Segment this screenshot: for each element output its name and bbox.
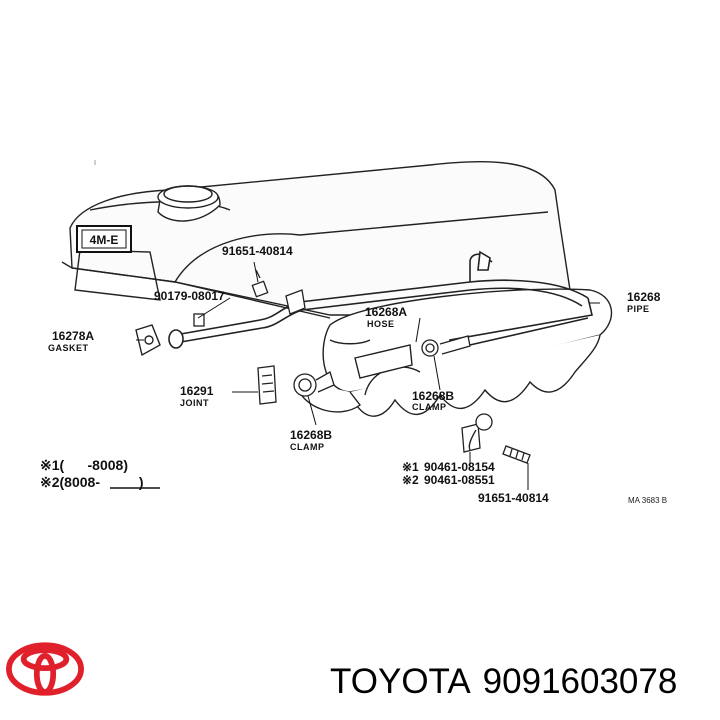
label-gasket-no: 16278A <box>52 329 94 343</box>
union-bolt-part <box>193 289 306 327</box>
label-note2-mark: ※2 <box>402 473 419 487</box>
legend-row-1: ※1( -8008) <box>40 457 128 473</box>
engine-badge: 4M-E <box>76 225 132 253</box>
legend: ※1( -8008) ※2(8008- ) <box>40 457 160 490</box>
brand-name: TOYOTA <box>330 662 471 701</box>
label-joint-no: 16291 <box>180 384 214 398</box>
label-note2-part: 90461-08551 <box>424 473 495 487</box>
product-caption: TOYOTA 9091603078 <box>330 662 677 702</box>
label-gasket-name: GASKET <box>48 343 89 353</box>
engine-badge-label: 4M-E <box>90 233 119 247</box>
label-pipe-name: PIPE <box>627 304 650 314</box>
logo-vertical-ring <box>33 653 57 695</box>
gasket-part <box>135 324 161 357</box>
label-joint-name: JOINT <box>180 398 209 408</box>
label-note1-mark: ※1 <box>402 460 419 474</box>
toyota-logo <box>6 642 84 696</box>
label-bolt-bottom: 91651-40814 <box>478 491 549 505</box>
label-clamp-left-name: CLAMP <box>290 442 325 452</box>
legend-row-2: ※2(8008- ) <box>40 474 144 490</box>
clamp-left-part <box>293 371 335 397</box>
toyota-logo-icon <box>6 642 84 696</box>
valve-cover <box>61 160 571 319</box>
label-clamp-right-name: CLAMP <box>412 402 447 412</box>
label-union-bolt: 90179-08017 <box>154 289 225 303</box>
clamp-right-part <box>421 335 471 357</box>
part-number: 9091603078 <box>482 662 678 701</box>
bolt-top-part <box>251 269 269 298</box>
label-note1-part: 90461-08154 <box>424 460 495 474</box>
label-clamp-right-no: 16268B <box>412 389 454 403</box>
label-hose-no: 16268A <box>365 305 407 319</box>
callout-labels: 91651-40814 90179-08017 16278A GASKET 16… <box>48 244 667 505</box>
label-hose-name: HOSE <box>367 319 395 329</box>
pcv-pipe <box>168 250 593 352</box>
label-pipe-no: 16268 <box>627 290 661 304</box>
logo-horizontal-ring <box>20 647 70 672</box>
label-clamp-left-no: 16268B <box>290 428 332 442</box>
leader-lines <box>136 261 600 490</box>
joint-part <box>257 365 277 405</box>
label-bolt-top: 91651-40814 <box>222 244 293 258</box>
reference-code: MA 3683 B <box>628 496 667 505</box>
vsv-part <box>461 413 493 453</box>
bolt-bottom-part <box>502 445 531 464</box>
